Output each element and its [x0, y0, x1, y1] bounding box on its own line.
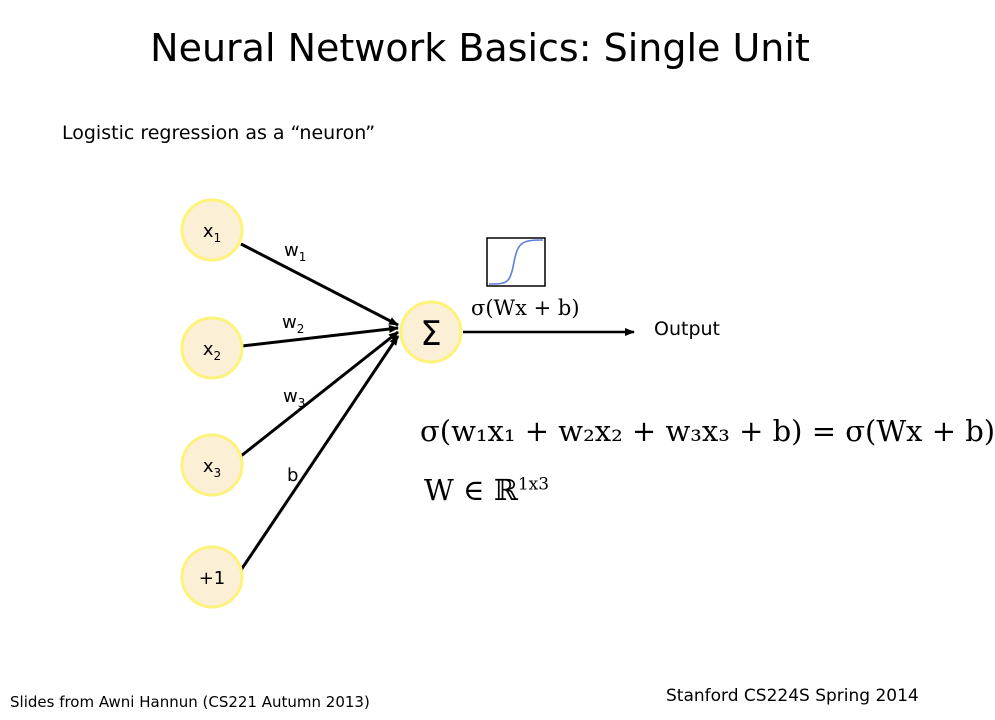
bias-label: +1	[199, 568, 226, 589]
footer-credit: Slides from Awni Hannun (CS221 Autumn 20…	[10, 693, 370, 711]
input-node-x3: x3	[180, 433, 244, 497]
input-node-x1: x1	[180, 198, 244, 262]
weight-label-w2: w2	[282, 312, 304, 336]
svg-text:x3: x3	[203, 456, 221, 480]
edge-x2	[241, 325, 399, 348]
slide-subtitle: Logistic regression as a “neuron”	[62, 122, 376, 144]
input-subscript: 3	[214, 466, 222, 480]
neuron-diagram: x1 x2 x3 +1 w1 w2 w3 b Σ	[180, 198, 635, 609]
weight-label-b: b	[287, 465, 298, 486]
logistic-equation: σ(w₁x₁ + w₂x₂ + w₃x₃ + b) = σ(Wx + b)	[420, 414, 995, 448]
dimension-superscript: 1x3	[517, 474, 550, 495]
edge-x3	[240, 330, 399, 458]
weight-dimension-equation: W ∈ ℝ1x3	[424, 473, 549, 507]
sigma-symbol: Σ	[420, 314, 441, 354]
edge-bias	[239, 335, 400, 571]
sum-node: Σ	[399, 300, 463, 364]
activation-formula: σ(Wx + b)	[471, 296, 580, 320]
svg-text:+1: +1	[199, 568, 226, 589]
output-label: Output	[654, 318, 720, 340]
sigmoid-plot-icon	[486, 237, 546, 287]
dimension-prefix: W ∈ ℝ	[424, 473, 518, 507]
input-subscript: 1	[214, 231, 222, 245]
slide-title: Neural Network Basics: Single Unit	[150, 26, 810, 70]
bias-node: +1	[180, 545, 244, 609]
svg-text:x1: x1	[203, 221, 221, 245]
input-label: x	[203, 456, 214, 477]
weight-label-w3: w3	[283, 386, 305, 410]
weight-label-w1: w1	[284, 240, 306, 264]
input-label: x	[203, 221, 214, 242]
svg-text:x2: x2	[203, 339, 221, 363]
input-node-x2: x2	[180, 316, 244, 380]
edge-x1	[240, 242, 399, 327]
input-label: x	[203, 339, 214, 360]
input-subscript: 2	[214, 349, 222, 363]
footer-course: Stanford CS224S Spring 2014	[666, 686, 919, 706]
